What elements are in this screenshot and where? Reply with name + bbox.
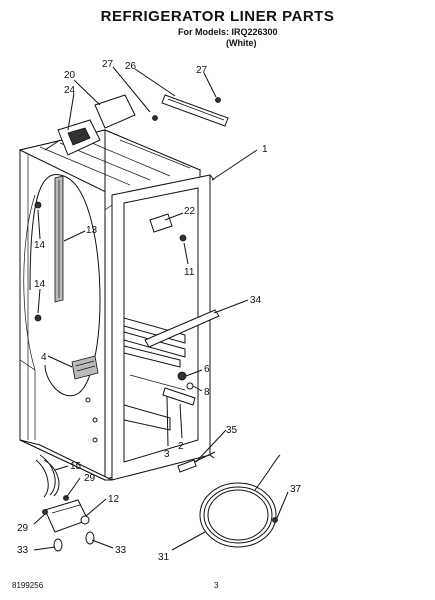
callout-11: 11: [184, 267, 195, 278]
callout-13: 13: [86, 225, 98, 236]
callout-27-right: 27: [196, 65, 208, 76]
part-14-screws: [34, 201, 42, 322]
callout-27-left: 27: [102, 59, 114, 70]
callout-37: 37: [290, 484, 302, 495]
part-15-wiring: [35, 454, 60, 498]
callout-31: 31: [158, 552, 170, 563]
color-line: (White): [226, 38, 257, 48]
part-6-8-fasteners: [162, 371, 196, 406]
part-31-coiled-cable: [199, 454, 281, 548]
callout-1: 1: [262, 144, 268, 155]
part-4-vent: [71, 355, 99, 380]
callout-29-right: 29: [84, 473, 96, 484]
callout-12: 12: [108, 494, 120, 505]
liner-cabinet: [18, 129, 215, 481]
callout-24: 24: [64, 85, 76, 96]
part-13-rail: [54, 175, 64, 303]
callout-6: 6: [204, 364, 210, 375]
callout-14-upper: 14: [34, 240, 46, 251]
callout-20: 20: [64, 70, 76, 81]
models-line: For Models: IRQ226300: [178, 27, 278, 37]
callout-4: 4: [41, 352, 47, 363]
part-34-rail: [144, 309, 220, 348]
document-number: 8199256: [12, 581, 44, 590]
callout-26: 26: [125, 61, 137, 72]
callout-14-lower: 14: [34, 279, 46, 290]
part-26-bracket: [152, 94, 229, 127]
part-22-bracket: [149, 213, 187, 242]
callout-3: 3: [164, 449, 170, 460]
callout-8: 8: [204, 387, 210, 398]
callout-34: 34: [250, 295, 262, 306]
callout-15: 15: [70, 461, 82, 472]
callout-2: 2: [178, 441, 184, 452]
callout-22: 22: [184, 206, 196, 217]
part-12-light-socket: [42, 495, 95, 552]
page-number: 3: [214, 581, 219, 590]
callout-29-left: 29: [17, 523, 29, 534]
leader-lines: [33, 66, 289, 551]
callout-numbers: 1 20 24 27 26 27 22 11 13 14 14 4 34 6 8…: [17, 59, 302, 563]
callout-33-left: 33: [17, 545, 29, 556]
page-title: REFRIGERATOR LINER PARTS: [100, 8, 335, 25]
callout-35: 35: [226, 425, 238, 436]
callout-33-right: 33: [115, 545, 127, 556]
